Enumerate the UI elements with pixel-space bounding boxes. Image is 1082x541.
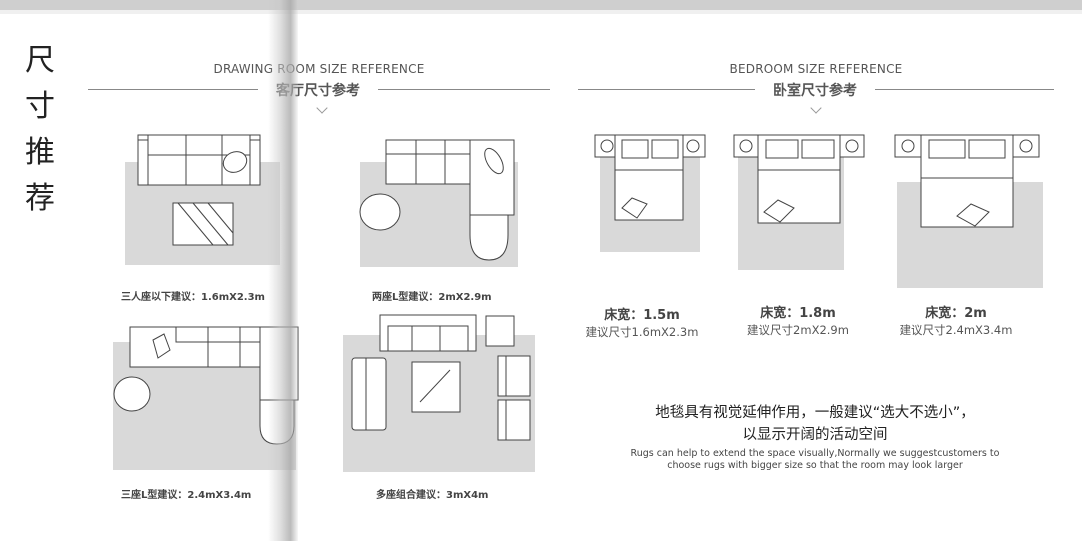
bed-1-8m-plan <box>733 134 865 270</box>
vertical-title-char: 推 <box>25 135 55 170</box>
bed-rug-size: 建议尺寸2mX2.9m <box>747 323 849 337</box>
page-fold-shadow <box>268 0 298 541</box>
two-seat-l-sofa-plan <box>359 139 518 267</box>
rug-advice-en-line: Rugs can help to extend the space visual… <box>630 448 1000 459</box>
vertical-title-char: 尺 <box>25 43 55 78</box>
rug-advice-cn-line: 以显示开阔的活动空间 <box>742 427 888 443</box>
bed-rug-size: 建议尺寸2.4mX3.4m <box>899 323 1013 337</box>
bed-rug-size: 建议尺寸1.6mX2.3m <box>585 325 699 339</box>
caption-three-seat-l: 三座L型建议：2.4mX3.4m <box>121 490 252 501</box>
rug-advice-en-line: choose rugs with bigger size so that the… <box>667 460 963 471</box>
bed-width: 床宽：1.5m <box>604 308 680 323</box>
chevron-down-icon <box>810 102 822 114</box>
bed-1-5m-plan <box>594 134 706 252</box>
vertical-title-char: 寸 <box>25 89 55 124</box>
bed-width: 床宽：2m <box>925 306 987 321</box>
bedroom-title-en: BEDROOM SIZE REFERENCE <box>729 62 903 76</box>
living-title-en: DRAWING ROOM SIZE REFERENCE <box>213 62 425 76</box>
bed-spec-2m: 床宽：2m 建议尺寸2.4mX3.4m <box>886 302 1026 338</box>
caption-two-seat-l: 两座L型建议：2mX2.9m <box>372 292 492 303</box>
caption-multi-seat: 多座组合建议：3mX4m <box>376 490 489 501</box>
bedroom-title-cn: 卧室尺寸参考 <box>755 80 875 100</box>
three-seat-sofa-plan <box>125 134 280 265</box>
vertical-title: 尺 寸 推 荐 <box>20 38 60 222</box>
rug-advice-cn-line: 地毯具有视觉延伸作用，一般建议“选大不选小”， <box>655 405 975 421</box>
multi-seat-combination-plan <box>343 314 535 472</box>
bed-spec-1-8m: 床宽：1.8m 建议尺寸2mX2.9m <box>728 302 868 338</box>
bed-2m-plan <box>894 134 1043 288</box>
vertical-title-char: 荐 <box>25 181 55 216</box>
rug-advice-cn: 地毯具有视觉延伸作用，一般建议“选大不选小”， 以显示开阔的活动空间 <box>600 402 1030 446</box>
rug-advice-en: Rugs can help to extend the space visual… <box>600 448 1030 472</box>
bed-width: 床宽：1.8m <box>760 306 836 321</box>
top-border-shadow <box>0 10 1082 14</box>
caption-three-seat: 三人座以下建议：1.6mX2.3m <box>121 292 265 303</box>
bed-spec-1-5m: 床宽：1.5m 建议尺寸1.6mX2.3m <box>572 304 712 340</box>
chevron-down-icon <box>316 102 328 114</box>
top-border <box>0 0 1082 10</box>
